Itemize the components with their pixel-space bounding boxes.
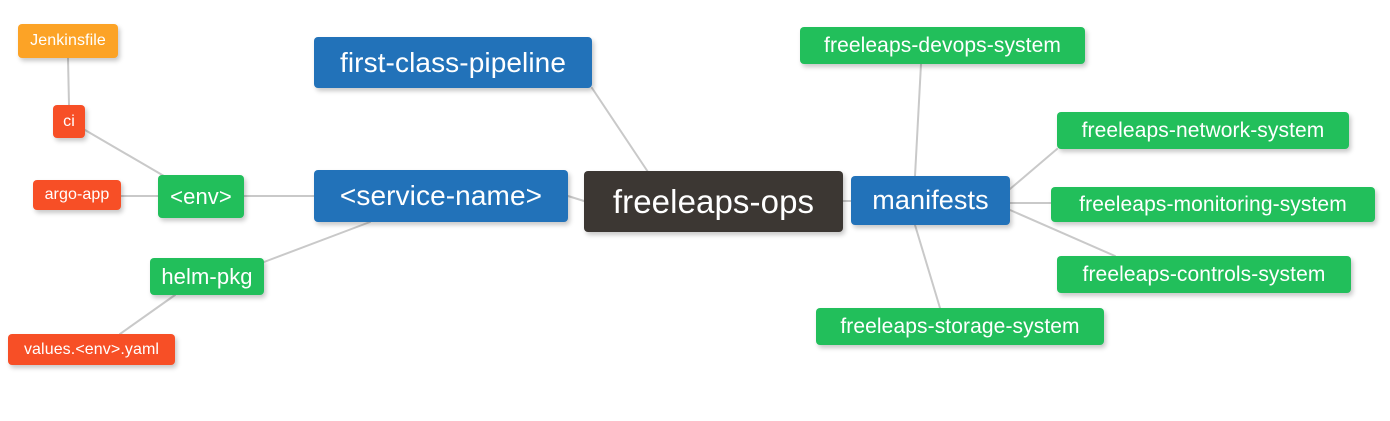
mindmap-node-ci[interactable]: ci	[53, 105, 85, 138]
edge-freeleaps-ops-to-service-name	[567, 195, 585, 202]
mindmap-node-freeleaps-controls-system[interactable]: freeleaps-controls-system	[1057, 256, 1351, 293]
edge-helm-pkg-to-values-env-yaml	[119, 294, 176, 335]
edge-freeleaps-ops-to-first-class-pipeline	[591, 87, 649, 173]
mindmap-node-first-class-pipeline[interactable]: first-class-pipeline	[314, 37, 592, 88]
edge-service-name-to-helm-pkg	[263, 221, 371, 263]
mindmap-node-freeleaps-storage-system[interactable]: freeleaps-storage-system	[816, 308, 1104, 345]
mindmap-node-jenkinsfile[interactable]: Jenkinsfile	[18, 24, 118, 58]
mindmap-node-freeleaps-devops-system[interactable]: freeleaps-devops-system	[800, 27, 1085, 64]
mindmap-node-env[interactable]: <env>	[158, 175, 244, 218]
mindmap-node-freeleaps-ops[interactable]: freeleaps-ops	[584, 171, 843, 232]
edge-manifests-to-freeleaps-network-system	[1009, 148, 1058, 190]
mindmap-node-argo-app[interactable]: argo-app	[33, 180, 121, 210]
edge-env-to-ci	[84, 129, 165, 177]
mindmap-node-manifests[interactable]: manifests	[851, 176, 1010, 225]
edge-manifests-to-freeleaps-devops-system	[914, 63, 922, 177]
edge-ci-to-jenkinsfile	[67, 57, 70, 106]
mindmap-node-helm-pkg[interactable]: helm-pkg	[150, 258, 264, 295]
mindmap-node-freeleaps-network-system[interactable]: freeleaps-network-system	[1057, 112, 1349, 149]
mindmap-node-freeleaps-monitoring-system[interactable]: freeleaps-monitoring-system	[1051, 187, 1375, 222]
edge-manifests-to-freeleaps-storage-system	[914, 224, 941, 309]
mindmap-node-service-name[interactable]: <service-name>	[314, 170, 568, 222]
mindmap-node-values-env-yaml[interactable]: values.<env>.yaml	[8, 334, 175, 365]
